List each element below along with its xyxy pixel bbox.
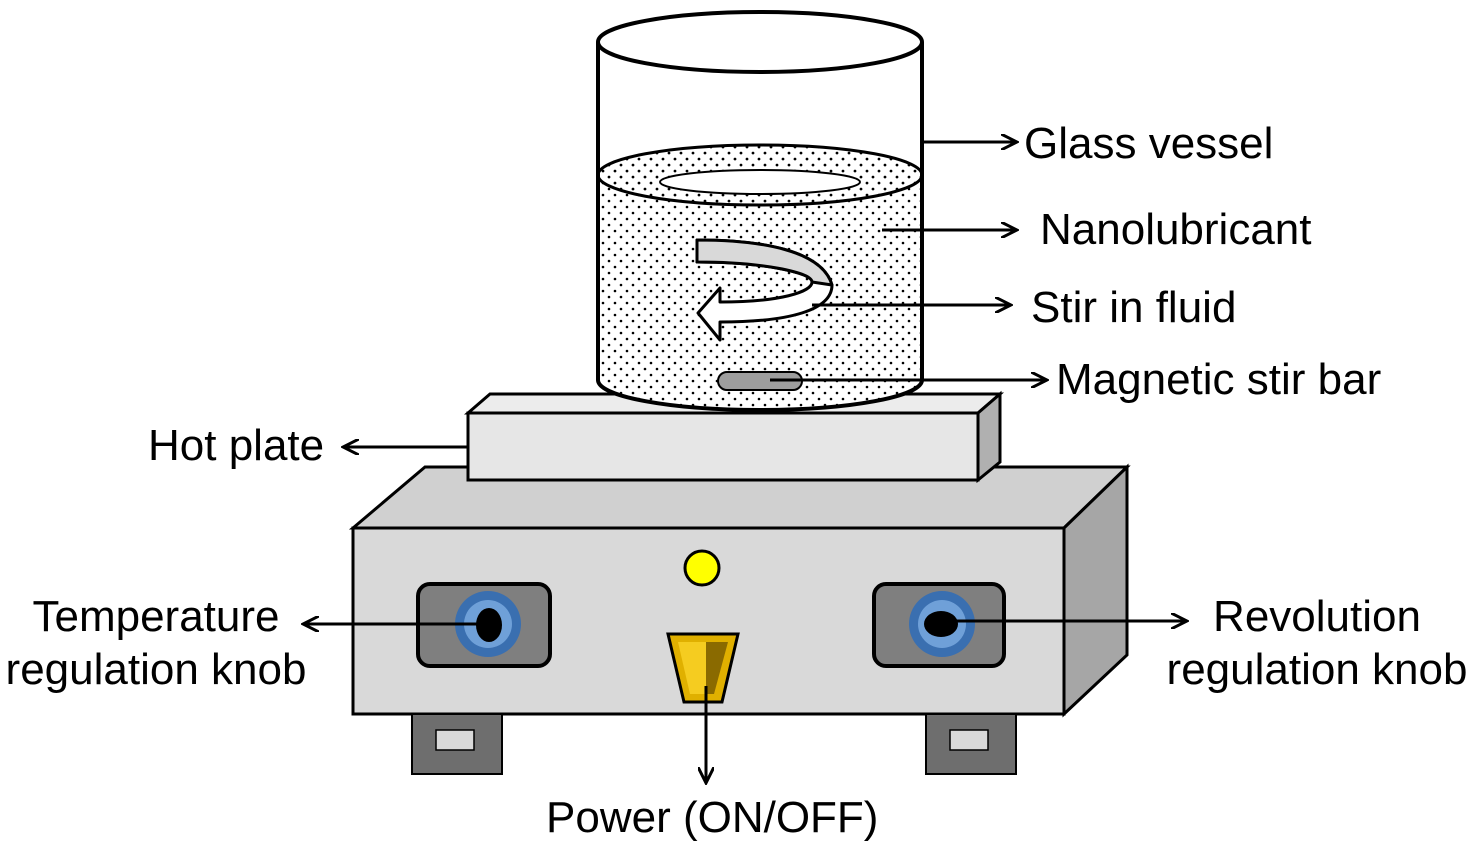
label-temperature-knob-line2: regulation knob — [5, 645, 307, 694]
revolution-knob — [872, 582, 1006, 668]
stir-swirl-icon — [695, 238, 834, 342]
label-hot-plate: Hot plate — [148, 421, 325, 470]
indicator-light — [683, 549, 721, 587]
hot-plate-front — [466, 411, 980, 482]
foot-right — [925, 713, 1017, 775]
power-switch — [666, 632, 740, 704]
label-temperature-knob-line1: Temperature — [32, 592, 280, 641]
label-nanolubricant: Nanolubricant — [1040, 205, 1312, 254]
label-revolution-knob-line1: Revolution — [1213, 592, 1421, 641]
label-magnetic-stir-bar: Magnetic stir bar — [1056, 355, 1382, 404]
label-stir-in-fluid: Stir in fluid — [1031, 283, 1237, 332]
label-power: Power (ON/OFF) — [546, 793, 879, 842]
glass-vessel — [596, 10, 924, 412]
label-revolution-knob-line2: regulation knob — [1166, 645, 1468, 694]
vortex-ellipse — [659, 169, 861, 195]
label-revolution-knob: Revolution regulation knob — [1158, 590, 1476, 696]
label-temperature-knob: Temperature regulation knob — [0, 590, 312, 696]
label-glass-vessel: Glass vessel — [1024, 119, 1274, 168]
foot-left — [411, 713, 503, 775]
